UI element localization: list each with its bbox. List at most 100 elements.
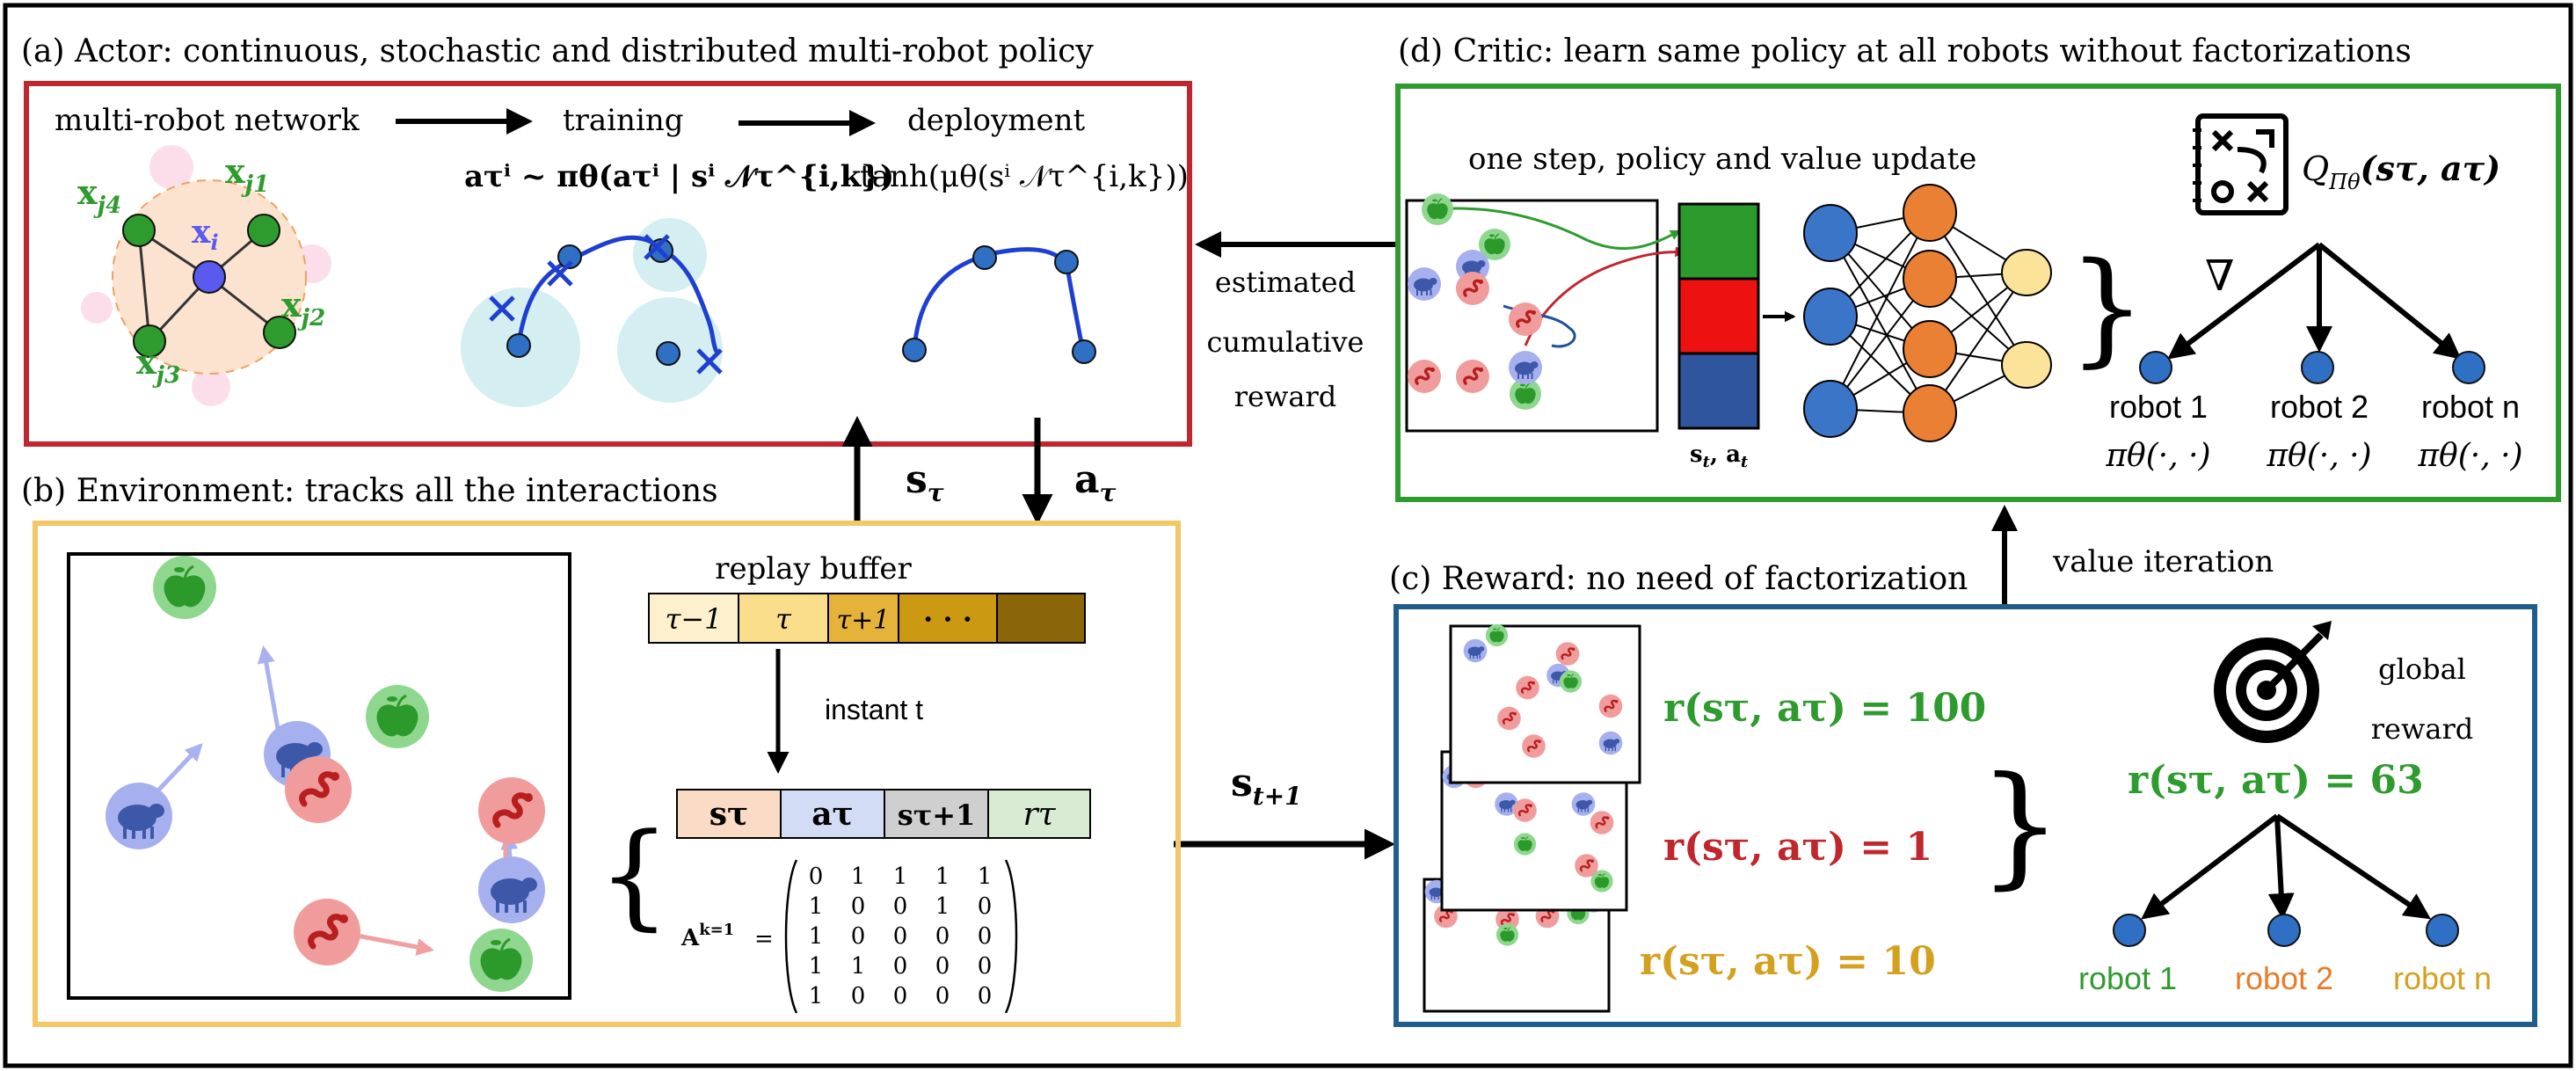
buffer-cell: τ+1 <box>837 605 891 636</box>
snake-icon <box>285 756 352 823</box>
matrix-cell: 0 <box>893 983 908 1009</box>
matrix-cell: 0 <box>978 953 993 980</box>
neighbor-node-j3 <box>133 324 166 358</box>
deployment-label: deployment <box>907 103 1085 138</box>
deployment-trajectory <box>902 245 1096 364</box>
reward-robot-name: robot 1 <box>2078 960 2177 996</box>
matrix-cell: 1 <box>935 893 950 920</box>
network-neuron <box>2001 341 2052 389</box>
faded-node <box>81 292 113 324</box>
matrix-cell: 0 <box>978 923 993 950</box>
target-icon <box>2214 621 2332 743</box>
critic-robot-policy: πθ(·, ·) <box>2266 438 2371 474</box>
actor-title: (a) Actor: continuous, stochastic and di… <box>21 33 1094 69</box>
critic-title: (d) Critic: learn same policy at all rob… <box>1398 33 2412 69</box>
network-neuron <box>1903 184 1957 242</box>
reward-value-green: r(sτ, aτ) = 100 <box>1663 686 1986 731</box>
global-reward-value: r(sτ, aτ) = 63 <box>2128 758 2424 803</box>
matrix-right-bracket <box>1004 859 1018 1014</box>
gradient-symbol: ∇ <box>2205 251 2235 301</box>
matrix-cell: 1 <box>809 923 824 950</box>
world-agents <box>106 554 545 994</box>
reward-robot-node <box>2267 914 2301 947</box>
value-iteration-label: value iteration <box>2052 544 2274 579</box>
matrix-cell: 0 <box>809 863 824 890</box>
replay-buffer: τ−1 τ τ+1 · · · <box>648 593 1086 644</box>
reward-title: (c) Reward: no need of factorization <box>1389 561 1968 597</box>
snake-icon <box>294 899 360 965</box>
neighbor-node-j4 <box>122 214 156 247</box>
label-xj4: xj4 <box>77 172 121 219</box>
state-block-red <box>1677 277 1760 355</box>
matrix-cell: 0 <box>893 893 908 920</box>
network-edge <box>1830 232 1931 414</box>
matrix-cell: 1 <box>935 863 950 890</box>
critic-robot-name: robot 2 <box>2270 389 2369 425</box>
instant-label: instant t <box>825 694 923 725</box>
label-xj3: xj3 <box>136 342 180 389</box>
matrix-cell: 1 <box>851 953 866 980</box>
matrix-cell: 0 <box>851 923 866 950</box>
network-edge <box>1929 272 2027 414</box>
neighbor-node-j1 <box>247 214 280 247</box>
critic-robot-node <box>2301 351 2334 384</box>
matrix-cell: 1 <box>978 863 993 890</box>
reward-panel: (c) Reward: no need of factorization <box>1389 561 2537 1027</box>
matrix-cell: 1 <box>809 953 824 980</box>
critic-robot-name: robot 1 <box>2109 389 2208 425</box>
tuple-cell: sτ <box>709 796 749 833</box>
critic-robot-policy: πθ(·, ·) <box>2417 438 2522 474</box>
buffer-cell: τ <box>775 602 792 636</box>
critic-snapshot-agents <box>1406 193 1686 411</box>
matrix-cell: 0 <box>851 983 866 1009</box>
network-neuron <box>1903 320 1957 378</box>
reward-brace: } <box>1978 749 2062 902</box>
matrix-cell: 1 <box>893 863 908 890</box>
network-edge <box>1929 212 2027 366</box>
matrix-cell: 1 <box>851 863 866 890</box>
reward-value-red: r(sτ, aτ) = 1 <box>1663 825 1932 870</box>
critic-robot-tree <box>2139 242 2485 384</box>
reward-value-gold: r(sτ, aτ) = 10 <box>1640 939 1936 984</box>
critic-panel: (d) Critic: learn same policy at all rob… <box>1395 33 2561 502</box>
matrix-cell: 0 <box>935 983 950 1009</box>
tuple-cell: aτ <box>811 796 854 833</box>
actor-panel: (a) Actor: continuous, stochastic and di… <box>21 33 1192 447</box>
training-trajectory <box>461 218 723 407</box>
matrix-label: Ak=1 <box>680 921 734 951</box>
estimated-line1: estimated <box>1215 266 1356 299</box>
matrix-cell: 0 <box>893 953 908 980</box>
apple-icon <box>468 927 535 994</box>
actor-border <box>24 81 1192 447</box>
faded-node <box>149 145 193 189</box>
environment-title: (b) Environment: tracks all the interact… <box>21 473 718 509</box>
matrix-cell: 0 <box>935 953 950 980</box>
network-label: multi-robot network <box>55 103 360 138</box>
critic-robot-policy: πθ(·, ·) <box>2105 438 2210 474</box>
outer-frame <box>3 3 2573 1068</box>
matrix-cell: 0 <box>978 893 993 920</box>
q-function-label: QΠθ(sτ, aτ) <box>2302 149 2500 194</box>
reward-border <box>1394 604 2537 1027</box>
label-s-t1: st+1 <box>1231 761 1302 811</box>
network-edge <box>1830 212 1931 410</box>
label-s-tau: sτ <box>906 457 944 507</box>
buffer-cell: · · · <box>923 602 972 636</box>
global-label-line2: reward <box>2371 712 2473 746</box>
matrix-cell: 1 <box>809 893 824 920</box>
reward-robot-name: robot 2 <box>2235 960 2333 996</box>
tuple-cell: sτ+1 <box>898 798 976 832</box>
tuple-cell: rτ <box>1022 797 1056 833</box>
critic-robot-node <box>2139 351 2172 384</box>
replay-buffer-label: replay buffer <box>715 551 912 586</box>
panel-links: estimated cumulative reward sτ aτ st+1 v… <box>841 231 2274 860</box>
network-neuron <box>1903 384 1957 442</box>
label-xj2: xj2 <box>281 285 325 332</box>
transition-tuple: sτ aτ sτ+1 rτ <box>676 789 1091 839</box>
environment-panel: (b) Environment: tracks all the interact… <box>21 473 1181 1027</box>
critic-network <box>1803 184 2052 442</box>
network-neuron <box>1803 204 1858 262</box>
faded-node <box>192 368 230 406</box>
critic-robot-node <box>2452 351 2485 384</box>
